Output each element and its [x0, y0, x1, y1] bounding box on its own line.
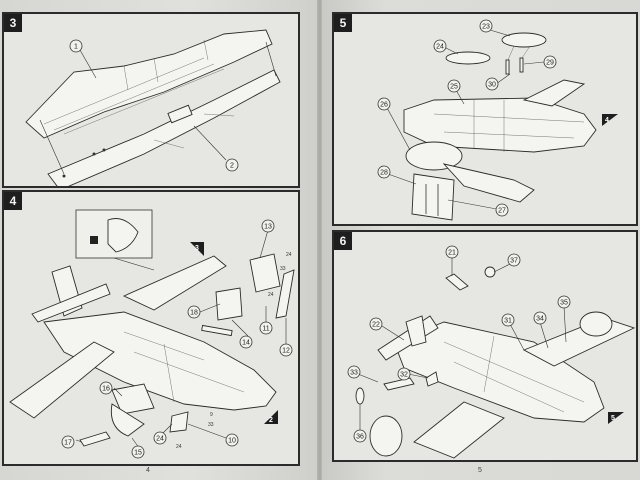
- callout-30: 30: [485, 77, 499, 91]
- svg-text:24: 24: [436, 44, 444, 51]
- svg-text:11: 11: [262, 326, 269, 333]
- step-3-diagram: 1 2: [25, 29, 281, 186]
- callout-2: 2: [225, 158, 239, 172]
- crossref-4: 4: [605, 117, 609, 124]
- step-3-panel: 3 1 2: [2, 12, 300, 188]
- callout-37: 37: [507, 253, 521, 267]
- callout-18: 18: [187, 305, 201, 319]
- svg-text:26: 26: [380, 102, 388, 109]
- svg-text:29: 29: [546, 60, 554, 67]
- svg-text:15: 15: [134, 450, 142, 457]
- right-page-number: 5: [478, 467, 482, 474]
- step-6-number: 6: [334, 232, 352, 250]
- svg-text:36: 36: [356, 434, 364, 441]
- callout-15: 15: [131, 445, 145, 459]
- svg-text:2: 2: [230, 163, 234, 170]
- callout-21: 21: [445, 245, 459, 259]
- svg-text:16: 16: [102, 386, 110, 393]
- svg-text:33: 33: [280, 266, 286, 272]
- svg-text:35: 35: [560, 300, 568, 307]
- svg-text:9: 9: [210, 412, 213, 418]
- svg-text:31: 31: [504, 318, 512, 325]
- callout-26: 26: [377, 97, 391, 111]
- nacelle-part: [405, 141, 463, 171]
- wing-right-part: [122, 255, 227, 311]
- callout-27: 27: [495, 203, 509, 217]
- step-3-number: 3: [4, 14, 22, 32]
- step-4-panel: 4 3: [2, 190, 300, 466]
- callout-23: 23: [479, 19, 493, 33]
- callout-10: 10: [225, 433, 239, 447]
- canopy-part: [501, 32, 547, 48]
- step-5-panel: 5 4: [332, 12, 638, 226]
- crossref-3: 3: [195, 245, 199, 252]
- callout-14: 14: [239, 335, 253, 349]
- upper-wing-part: [25, 29, 273, 139]
- callout-28: 28: [377, 165, 391, 179]
- callout-31: 31: [501, 313, 515, 327]
- callout-35: 35: [557, 295, 571, 309]
- nacelle-part: [249, 253, 281, 293]
- callout-13: 13: [261, 219, 275, 233]
- callout-36: 36: [353, 429, 367, 443]
- svg-text:28: 28: [380, 170, 388, 177]
- svg-text:12: 12: [282, 348, 290, 355]
- callout-32: 32: [397, 367, 411, 381]
- svg-text:24: 24: [286, 252, 292, 258]
- svg-text:21: 21: [448, 250, 456, 257]
- wing-part: [522, 317, 636, 367]
- svg-text:34: 34: [536, 316, 544, 323]
- svg-text:18: 18: [190, 310, 198, 317]
- callout-29: 29: [543, 55, 557, 69]
- svg-text:33: 33: [208, 422, 214, 428]
- step-6-diagram: 5 21 37 22 35 31 34 32 33 36: [347, 245, 636, 459]
- callout-33: 33: [347, 365, 361, 379]
- wing-left-part: [9, 341, 115, 419]
- step-5-number: 5: [334, 14, 352, 32]
- svg-text:32: 32: [400, 372, 408, 379]
- left-page: 3 1 2 4: [0, 0, 318, 480]
- svg-text:24: 24: [156, 436, 164, 443]
- svg-text:37: 37: [510, 258, 518, 265]
- lower-wing-part: [47, 69, 281, 186]
- crossref-5: 5: [611, 415, 615, 422]
- book-spine: [317, 0, 323, 480]
- svg-text:13: 13: [264, 224, 272, 231]
- callout-24: 24: [433, 39, 447, 53]
- svg-text:1: 1: [74, 44, 78, 51]
- svg-text:24: 24: [176, 444, 182, 450]
- callout-25: 25: [447, 79, 461, 93]
- svg-text:10: 10: [228, 438, 236, 445]
- step-4-number: 4: [4, 192, 22, 210]
- right-page: 5 4: [322, 0, 640, 480]
- step-6-panel: 6 5: [332, 230, 638, 462]
- callout-9: 24: [153, 431, 167, 445]
- svg-text:14: 14: [242, 340, 250, 347]
- svg-text:30: 30: [488, 82, 496, 89]
- crossref-2: 2: [269, 417, 273, 424]
- left-page-number: 4: [146, 467, 150, 474]
- svg-text:23: 23: [482, 24, 490, 31]
- step-5-diagram: 4 23 24 29 30 25 26 28 27: [377, 19, 618, 221]
- fuselage-part: [403, 97, 597, 153]
- svg-text:27: 27: [498, 208, 506, 215]
- callout-11: 11: [259, 321, 273, 335]
- callout-34: 34: [533, 311, 547, 325]
- svg-text:25: 25: [450, 84, 458, 91]
- fuselage-part: [43, 311, 277, 411]
- callout-22: 22: [369, 317, 383, 331]
- svg-text:17: 17: [64, 440, 72, 447]
- svg-text:24: 24: [268, 292, 274, 298]
- callout-16: 16: [99, 381, 113, 395]
- step-4-diagram: 3 2 24 33 24 9 33 24 13 18 11 12 14: [9, 209, 295, 459]
- callout-17: 17: [61, 435, 75, 449]
- callout-1: 1: [69, 39, 83, 53]
- svg-text:33: 33: [350, 370, 358, 377]
- svg-text:22: 22: [372, 322, 380, 329]
- callout-12: 12: [279, 343, 293, 357]
